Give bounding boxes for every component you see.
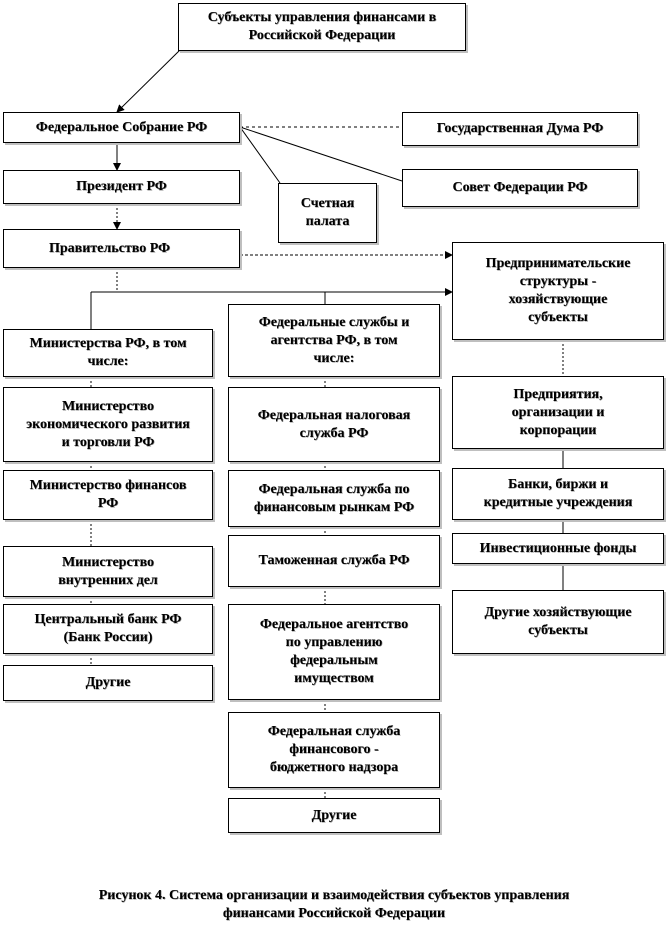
node-business-structures: Предпринимательские структуры - хозяйств… <box>452 242 664 340</box>
node-other-entities-label: Другие хозяйствующие субъекты <box>484 605 632 638</box>
node-investment-funds-label: Инвестиционные фонды <box>479 540 637 556</box>
node-services-other: Другие <box>228 798 440 833</box>
node-central-bank: Центральный банк РФ (Банк России) <box>3 604 213 654</box>
node-ministries-other-label: Другие <box>85 675 131 690</box>
node-president: Президент РФ <box>3 170 240 204</box>
node-government: Правительство РФ <box>3 229 240 268</box>
node-property-agency-label: Федеральное агентство по управлению феде… <box>259 617 409 686</box>
node-government-label: Правительство РФ <box>49 240 171 256</box>
node-root: Субъекты управления финансами в Российск… <box>178 3 466 51</box>
node-ministries-header-label: Министерства РФ, в том числе: <box>29 336 187 369</box>
node-min-finance: Министерство финансов РФ <box>3 470 213 520</box>
node-customs-service: Таможенная служба РФ <box>228 535 440 587</box>
node-min-finance-label: Министерство финансов РФ <box>29 478 187 511</box>
node-fin-markets-service-label: Федеральная служба по финансовым рынкам … <box>253 481 415 515</box>
node-budget-supervision: Федеральная служба финансового - бюджетн… <box>228 712 440 788</box>
node-budget-supervision-label: Федеральная служба финансового - бюджетн… <box>267 724 401 775</box>
node-state-duma: Государственная Дума РФ <box>402 112 638 146</box>
node-business-structures-label: Предпринимательские структуры - хозяйств… <box>485 256 631 325</box>
node-investment-funds: Инвестиционные фонды <box>452 533 664 564</box>
node-federal-assembly-label: Федеральное Собрание РФ <box>35 119 208 135</box>
figure-caption: Рисунок 4. Система организации и взаимод… <box>98 888 570 921</box>
node-ministries-header: Министерства РФ, в том числе: <box>3 329 213 377</box>
node-min-interior: Министерство внутренних дел <box>3 546 213 597</box>
node-president-label: Президент РФ <box>76 179 167 194</box>
node-accounts-chamber-label: Счетная палата <box>300 196 355 229</box>
node-services-other-label: Другие <box>311 807 357 823</box>
node-property-agency: Федеральное агентство по управлению феде… <box>228 604 440 700</box>
node-min-economy: Министерство экономического развития и т… <box>3 387 213 462</box>
node-federation-council: Совет Федерации РФ <box>402 169 638 207</box>
node-min-economy-label: Министерство экономического развития и т… <box>26 398 190 450</box>
node-fin-markets-service: Федеральная служба по финансовым рынкам … <box>228 470 440 527</box>
node-banks-label: Банки, биржи и кредитные учреждения <box>483 477 633 510</box>
node-accounts-chamber: Счетная палата <box>278 183 377 243</box>
node-state-duma-label: Государственная Дума РФ <box>436 121 604 136</box>
node-min-interior-label: Министерство внутренних дел <box>58 554 158 588</box>
node-banks: Банки, биржи и кредитные учреждения <box>452 468 664 520</box>
node-central-bank-label: Центральный банк РФ (Банк России) <box>34 612 182 645</box>
node-tax-service: Федеральная налоговая служба РФ <box>228 387 440 462</box>
node-services-header: Федеральные службы и агентства РФ, в том… <box>228 304 440 377</box>
node-enterprises: Предприятия, организации и корпорации <box>452 376 664 449</box>
node-customs-service-label: Таможенная служба РФ <box>258 553 410 568</box>
node-tax-service-label: Федеральная налоговая служба РФ <box>257 407 411 441</box>
node-services-header-label: Федеральные службы и агентства РФ, в том… <box>258 314 410 366</box>
node-federation-council-label: Совет Федерации РФ <box>452 180 588 195</box>
node-federal-assembly: Федеральное Собрание РФ <box>3 112 240 143</box>
node-ministries-other: Другие <box>3 665 213 701</box>
node-other-entities: Другие хозяйствующие субъекты <box>452 590 664 654</box>
node-root-label: Субъекты управления финансами в Российск… <box>207 10 437 43</box>
node-enterprises-label: Предприятия, организации и корпорации <box>511 386 605 438</box>
